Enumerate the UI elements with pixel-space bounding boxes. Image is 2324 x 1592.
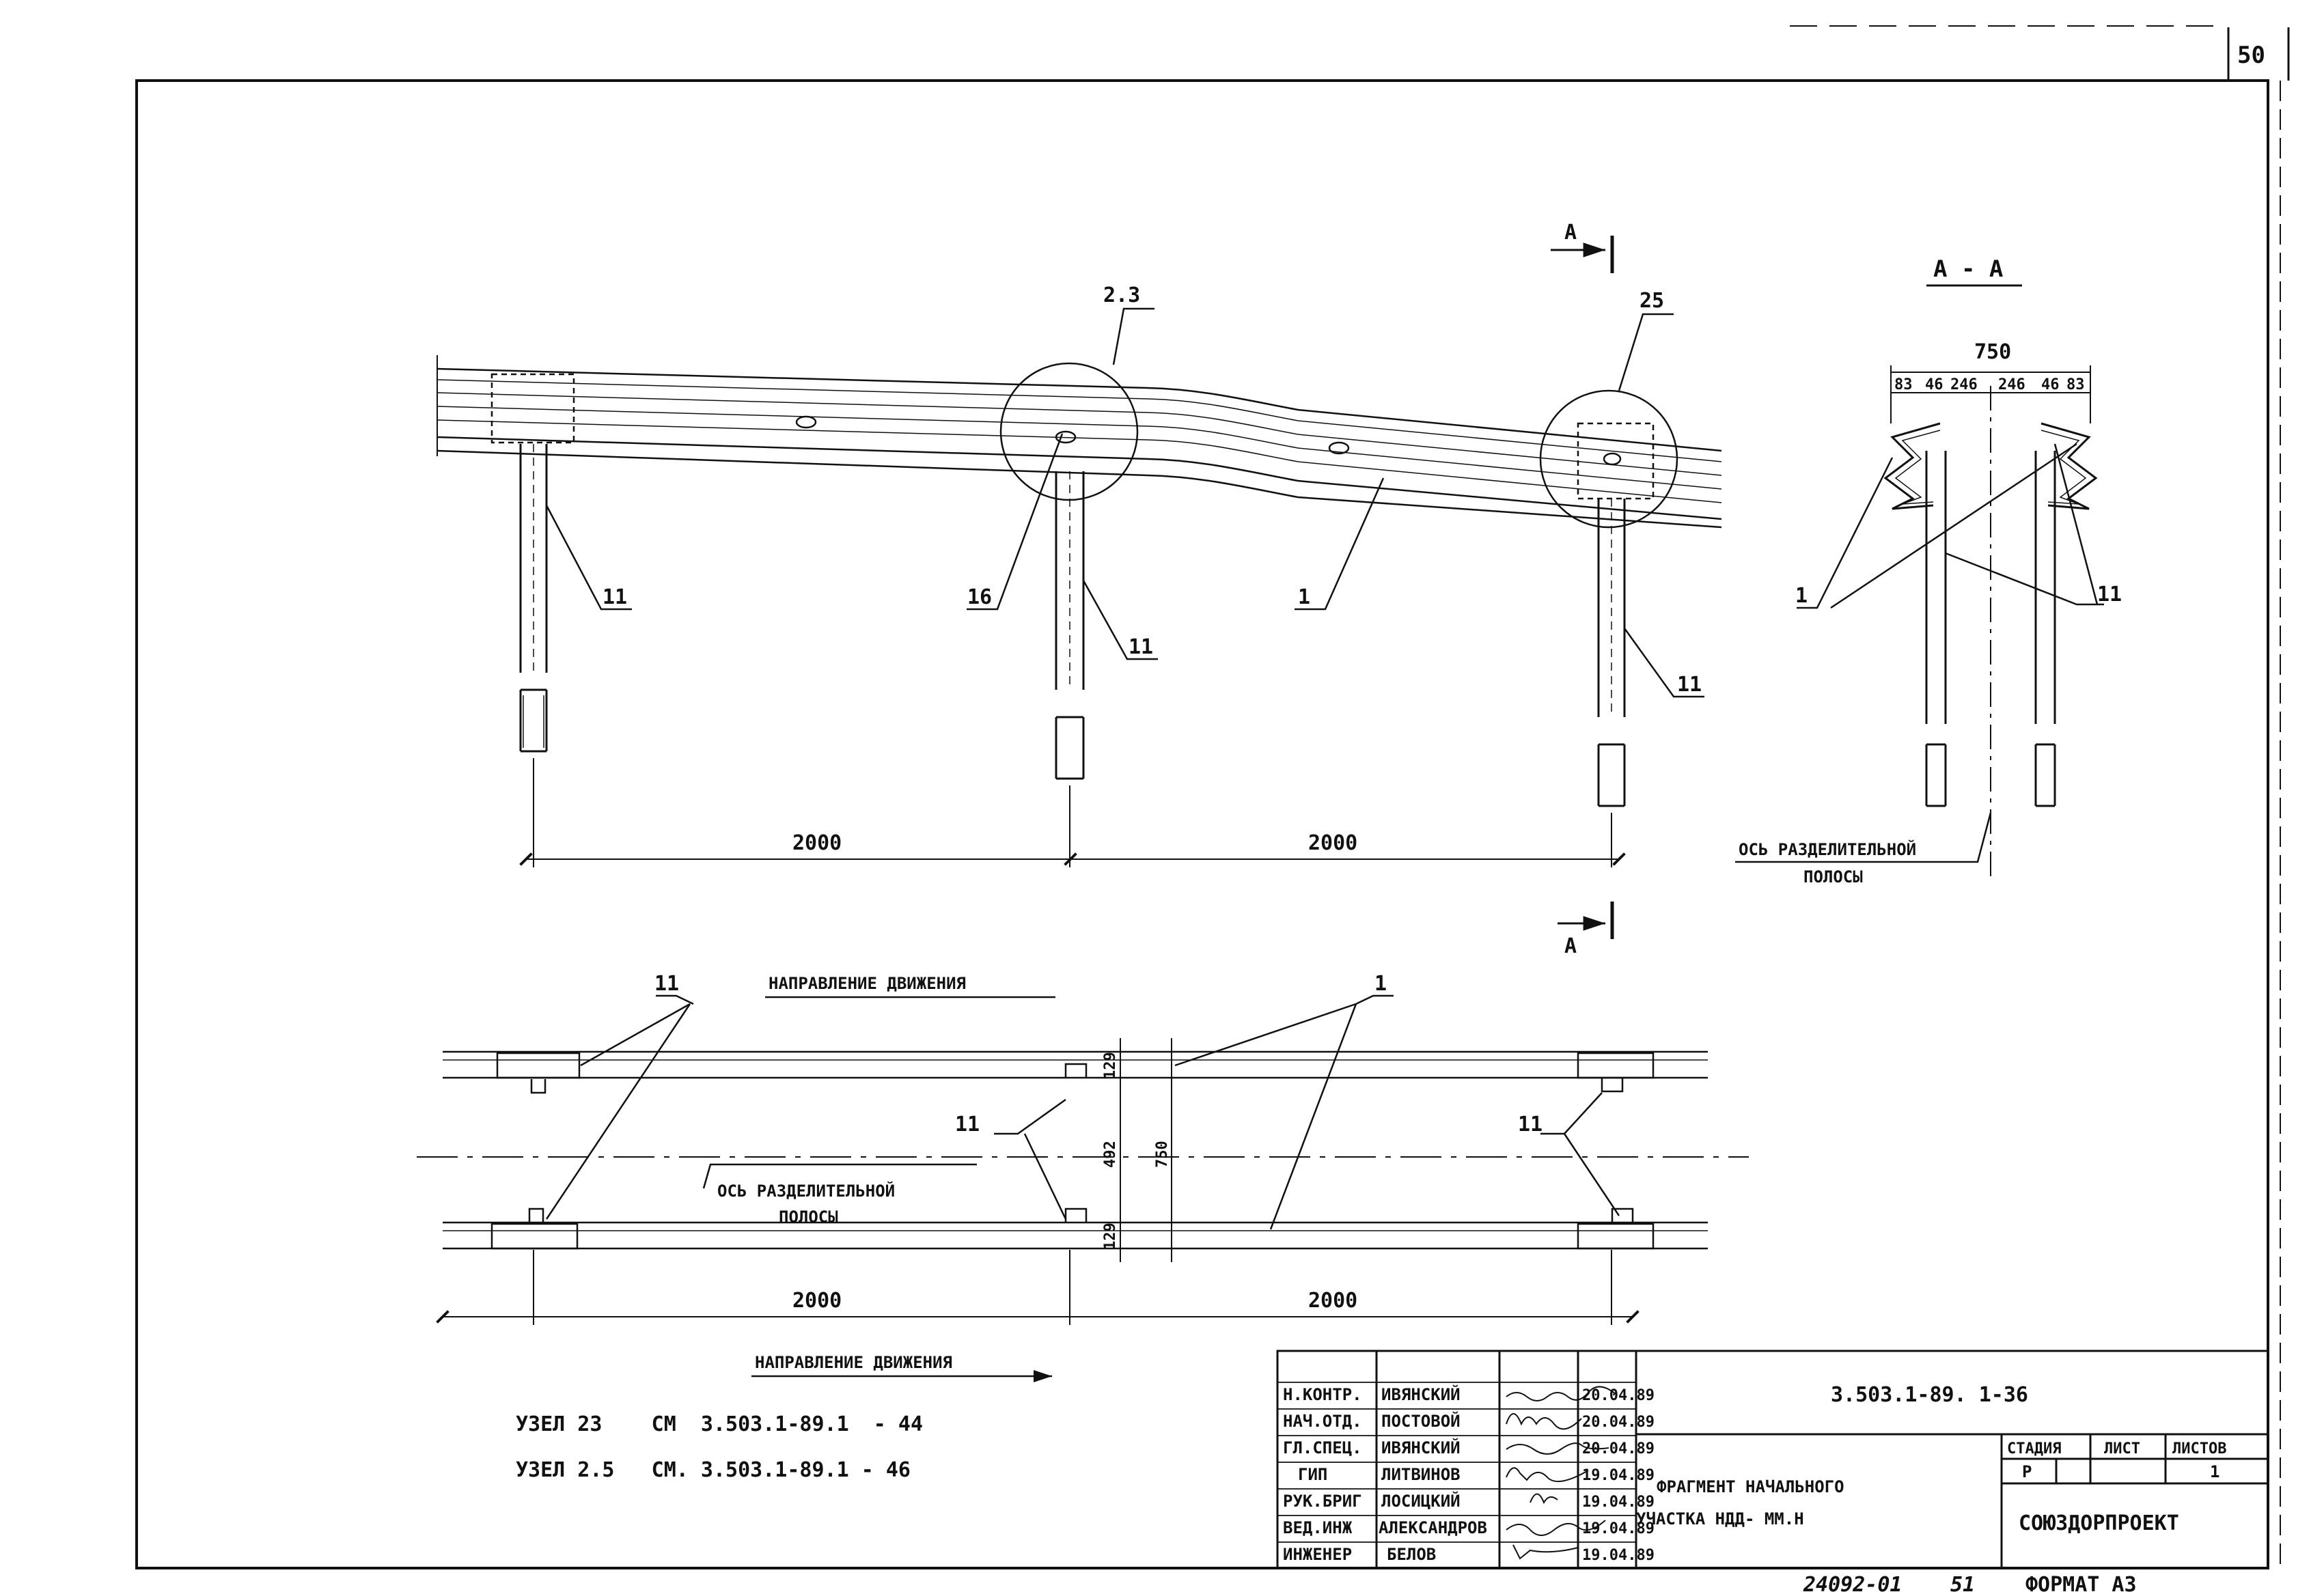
- tb-date-1: 20.04.89: [1582, 1387, 1655, 1404]
- tb-sheet-header: ЛИСТ: [2104, 1440, 2140, 1457]
- section-title: А - А: [1933, 255, 2003, 283]
- plan-dim-span-left: 2000: [792, 1289, 842, 1313]
- tb-role-2: НАЧ.ОТД.: [1283, 1412, 1362, 1431]
- tb-name-5: ЛОСИЦКИЙ: [1381, 1491, 1461, 1511]
- section-dim-4: 246: [1998, 376, 2025, 393]
- elevation-dimension: [519, 758, 1626, 867]
- section-dim-1: 83: [1894, 376, 1913, 393]
- note-node-23: УЗЕЛ 23 СМ 3.503.1-89.1 - 44: [516, 1412, 923, 1436]
- tb-role-6: ВЕД.ИНЖ: [1283, 1518, 1353, 1537]
- callout-node-23: 2.3: [1103, 283, 1140, 307]
- plan-callout-post-right: 11: [1518, 1113, 1543, 1136]
- tb-doc-code: 3.503.1-89. 1-36: [1831, 1383, 2028, 1407]
- tb-drawing-title-1: ФРАГМЕНТ НАЧАЛЬНОГО: [1657, 1477, 1844, 1496]
- tb-organization: СОЮЗДОРПРОЕКТ: [2019, 1511, 2179, 1535]
- section-mark-top: [1551, 236, 1614, 273]
- footer-archive-number: 24092-01: [1803, 1573, 1903, 1592]
- tb-role-5: РУК.БРИГ: [1283, 1492, 1362, 1511]
- plan-callout-post-middle: 11: [955, 1113, 980, 1136]
- callout-node-25: 25: [1640, 289, 1664, 313]
- callout-post-right: 11: [1677, 673, 1702, 697]
- section-leaders: [1735, 443, 2104, 863]
- section-dim-lines: [1890, 365, 2091, 881]
- plan-dim-span-right: 2000: [1308, 1289, 1357, 1313]
- tb-sheets-total: 1: [2210, 1462, 2219, 1481]
- sheet-number: 50: [2237, 42, 2265, 69]
- plan-dim-750: 750: [1154, 1141, 1171, 1168]
- post-middle: [1055, 471, 1085, 780]
- tb-date-4: 19.04.89: [1582, 1467, 1655, 1484]
- post-left: [519, 444, 548, 753]
- section-callout-post: 11: [2097, 583, 2122, 606]
- node-circle-23: [999, 362, 1139, 501]
- tb-name-7: БЕЛОВ: [1387, 1545, 1436, 1564]
- tb-date-7: 19.04.89: [1582, 1547, 1655, 1564]
- plan-axis-label-2: ПОЛОСЫ: [779, 1207, 838, 1227]
- section-callout-beam: 1: [1795, 584, 1808, 608]
- signatures: [1506, 1386, 1616, 1560]
- plan-leaders: [545, 994, 1620, 1230]
- tb-name-1: ИВЯНСКИЙ: [1381, 1384, 1461, 1404]
- section-axis-label-2: ПОЛОСЫ: [1803, 867, 1863, 886]
- note-node-25: УЗЕЛ 2.5 СМ. 3.503.1-89.1 - 46: [516, 1458, 911, 1482]
- section-overall-width: 750: [1974, 340, 2011, 364]
- callout-beam: 1: [1298, 585, 1310, 609]
- plan-direction-top: НАПРАВЛЕНИЕ ДВИЖЕНИЯ: [769, 974, 966, 993]
- tb-stage: Р: [2022, 1462, 2032, 1481]
- section-dim-5: 46: [2041, 376, 2060, 393]
- plan-view: НАПРАВЛЕНИЕ ДВИЖЕНИЯ 129 492 750: [417, 972, 1749, 1382]
- tb-role-7: ИНЖЕНЕР: [1283, 1545, 1352, 1564]
- tb-name-3: ИВЯНСКИЙ: [1381, 1438, 1461, 1457]
- plan-callout-beam: 1: [1374, 972, 1387, 996]
- section-dim-2: 46: [1925, 376, 1943, 393]
- tb-name-6: АЛЕКСАНДРОВ: [1379, 1518, 1487, 1537]
- plan-dim-129-bottom: 129: [1102, 1223, 1119, 1250]
- footer-format: ФОРМАТ А3: [2025, 1573, 2137, 1592]
- plan-dimension: [436, 1250, 1640, 1325]
- callout-post-middle: 11: [1129, 635, 1153, 659]
- tb-name-4: ЛИТВИНОВ: [1381, 1465, 1461, 1484]
- callout-post-left: 11: [603, 585, 627, 609]
- tb-date-6: 19.04.89: [1582, 1520, 1655, 1537]
- section-profile-left: [1883, 422, 1947, 807]
- sheet-frame: [135, 25, 2290, 1569]
- tb-sheets-header: ЛИСТОВ: [2172, 1440, 2226, 1457]
- plan-dim-129-top: 129: [1102, 1052, 1119, 1079]
- plan-axis-label-1: ОСЬ РАЗДЕЛИТЕЛЬНОЙ: [717, 1181, 895, 1201]
- tb-role-1: Н.КОНТР.: [1283, 1385, 1362, 1404]
- title-block-rows: Н.КОНТР. ИВЯНСКИЙ 20.04.89 НАЧ.ОТД. ПОСТ…: [1283, 1384, 1655, 1564]
- section-profile-right: [2034, 422, 2098, 807]
- dim-span-right: 2000: [1308, 831, 1357, 855]
- section-axis-label-1: ОСЬ РАЗДЕЛИТЕЛЬНОЙ: [1739, 839, 1916, 859]
- elevation-view: 2.3 25 11 11 11 16 1 2000 2000 А А: [437, 221, 1722, 958]
- plan-beams: [443, 1050, 1708, 1250]
- title-block: [1276, 1350, 2269, 1569]
- tb-date-5: 19.04.89: [1582, 1494, 1655, 1511]
- section-view: А - А 750 83 46 246 246 46 83: [1735, 255, 2122, 886]
- guardrail-beam-elevation: [437, 355, 1722, 529]
- section-dim-3: 246: [1950, 376, 1978, 393]
- dim-span-left: 2000: [792, 831, 842, 855]
- section-mark-top-letter: А: [1564, 221, 1577, 245]
- plan-dims-vertical: [1093, 1038, 1182, 1262]
- section-dim-6: 83: [2066, 376, 2085, 393]
- plan-callout-post-left: 11: [654, 972, 679, 996]
- tb-stage-header: СТАДИЯ: [2007, 1440, 2061, 1457]
- plan-dim-492: 492: [1102, 1141, 1119, 1168]
- elevation-leaders: [545, 307, 1704, 698]
- tb-name-2: ПОСТОВОЙ: [1381, 1411, 1461, 1431]
- section-mark-bottom: [1558, 902, 1614, 939]
- post-right: [1597, 499, 1626, 807]
- tb-role-3: ГЛ.СПЕЦ.: [1283, 1438, 1362, 1457]
- footer-page: 51: [1950, 1573, 1975, 1592]
- tb-role-4: ГИП: [1298, 1465, 1327, 1484]
- tb-drawing-title-2: УЧАСТКА НДД- ММ.Н: [1636, 1509, 1804, 1528]
- section-mark-bottom-letter: А: [1564, 934, 1577, 958]
- callout-bolt: 16: [967, 585, 992, 609]
- plan-direction-bottom: НАПРАВЛЕНИЕ ДВИЖЕНИЯ: [755, 1353, 952, 1372]
- node-circle-25: [1539, 389, 1678, 529]
- tb-date-2: 20.04.89: [1582, 1414, 1655, 1431]
